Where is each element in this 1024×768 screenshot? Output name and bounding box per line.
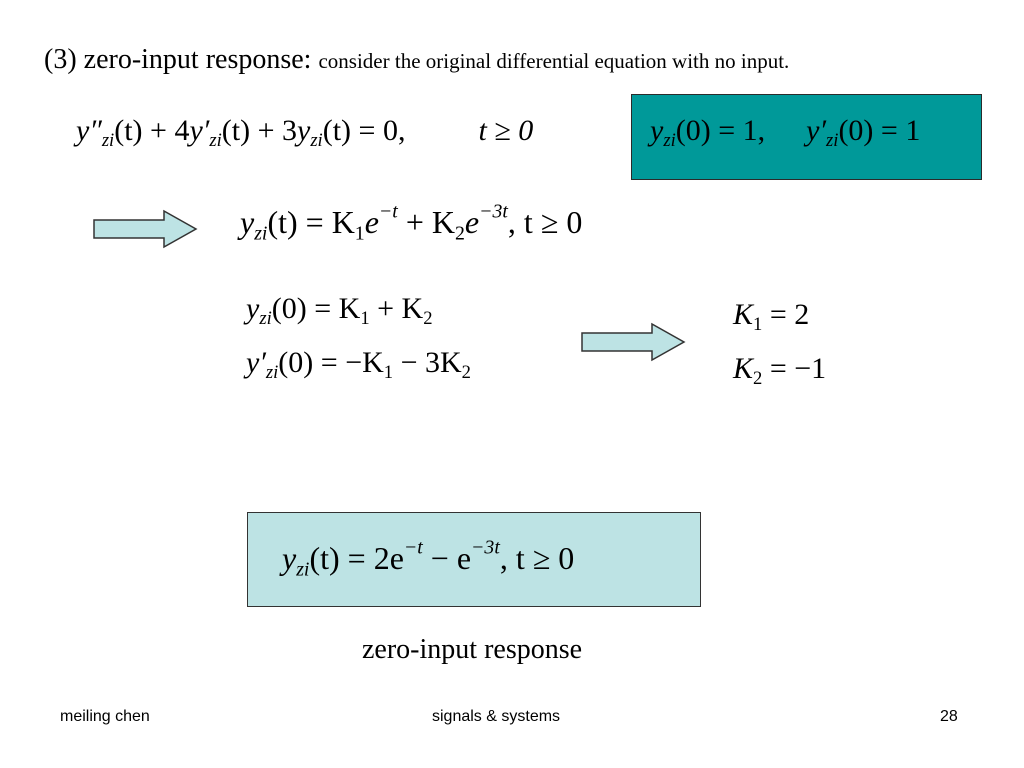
krel-1-tail: + K [369,292,424,325]
general-solution: yzi(t) = K1e−t + K2e−3t, t ≥ 0 [240,200,583,245]
final-exp1: −t [403,536,423,559]
gen-exp1: −t [378,200,398,223]
solve-arrow-icon [581,322,686,362]
k1-text: = 2 [762,298,810,331]
krel-2: (0) = −K [278,346,384,379]
ode-term-3: (t) = 0, [322,114,406,147]
gen-exp2: −3t [479,200,508,223]
title-label: (3) zero-input response: [44,44,312,75]
slide-title: (3) zero-input response: consider the or… [44,44,789,76]
gen-condition: , t ≥ 0 [507,204,583,240]
gen-plus: + K [397,204,455,240]
krel-2-tail: − 3K [393,346,462,379]
final-left: (t) = 2e [309,540,404,576]
footer-author: meiling chen [60,708,150,725]
initial-conditions-box [631,94,982,180]
k2-value: K2 = −1 [733,352,827,389]
differential-equation: y″zi(t) + 4y′zi(t) + 3yzi(t) = 0, t ≥ 0 [76,114,534,151]
result-box [247,512,701,607]
result-caption: zero-input response [362,634,583,665]
title-note: consider the original differential equat… [318,49,790,73]
final-mid: − e [422,540,472,576]
ode-term-1: (t) + 4 [114,114,190,147]
footer-course: signals & systems [432,708,561,725]
final-exp2: −3t [471,536,500,559]
footer-page-number: 28 [940,708,958,725]
krel-1: (0) = K [271,292,361,325]
k1-value: K1 = 2 [733,298,810,335]
k-relation-2: y′zi(0) = −K1 − 3K2 [246,346,471,383]
k-relation-1: yzi(0) = K1 + K2 [246,292,433,329]
ode-condition: t ≥ 0 [478,114,534,147]
ic-second: (0) = 1 [838,114,921,147]
k2-text: = −1 [762,352,827,385]
implies-arrow-icon [93,209,198,249]
final-solution: yzi(t) = 2e−t − e−3t, t ≥ 0 [282,536,575,581]
initial-conditions: yzi(0) = 1, y′zi(0) = 1 [650,114,921,151]
gen-left: (t) = K [267,204,355,240]
ode-term-2: (t) + 3 [221,114,297,147]
final-condition: , t ≥ 0 [499,540,575,576]
ic-first: (0) = 1, [675,114,766,147]
